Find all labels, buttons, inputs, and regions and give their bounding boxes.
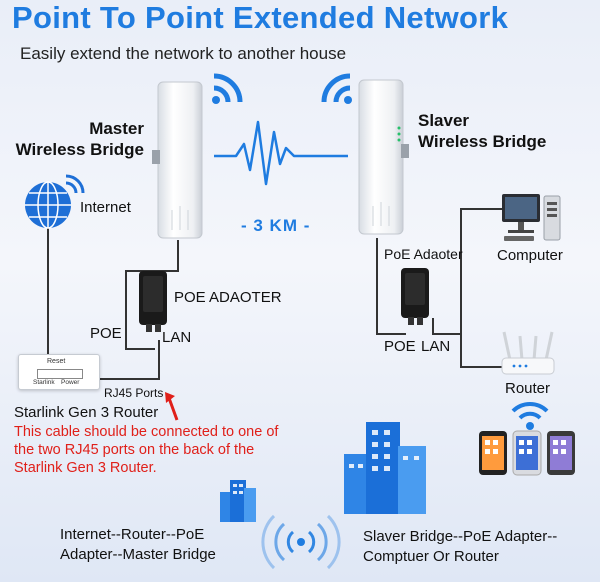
footer-left-caption: Internet--Router--PoE Adapter--Master Br… (60, 525, 216, 565)
wire-slaver-lan-h (432, 333, 460, 335)
footer-right-caption: Slaver Bridge--PoE Adapter-- Comptuer Or… (363, 527, 557, 567)
footer-left-line2: Adapter--Master Bridge (60, 546, 216, 563)
cable-note-line1: This cable should be connected to one of (14, 424, 279, 440)
smartphone-icon (479, 431, 507, 475)
cable-note-line3: Starlink Gen 3 Router. (14, 460, 157, 476)
internet-label: Internet (80, 199, 131, 216)
wifi-signal-icon (212, 73, 243, 104)
router-power-label: Power (61, 379, 80, 386)
slaver-poe-adapter-label: PoE Adaoter (384, 246, 463, 262)
slaver-poe-adapter-device (401, 268, 429, 325)
router-name-label: Starlink Gen 3 Router (14, 404, 159, 421)
slaver-bridge-device (358, 79, 409, 235)
slaver-label: Slaver Wireless Bridge (418, 110, 546, 152)
router-reset-label: Reset (47, 358, 66, 365)
wire-slaver-lan-v (432, 318, 434, 334)
wire-master-poe-top (177, 240, 179, 270)
globe-icon (25, 174, 85, 229)
poe-adapter-device (139, 271, 167, 332)
page-subtitle: Easily extend the network to another hou… (20, 44, 347, 63)
computer-label: Computer (497, 247, 563, 264)
master-label-line2: Wireless Bridge (15, 140, 144, 159)
signal-wave-icon (214, 120, 348, 186)
slaver-label-line1: Slaver (418, 111, 470, 130)
cable-note: This cable should be connected to one of… (14, 423, 278, 477)
wifi-signal-icon (321, 73, 352, 104)
arrow-up-icon (165, 392, 179, 421)
wire-master-poe-v (125, 270, 127, 350)
master-bridge-device (152, 81, 203, 239)
slaver-lan-port-label: LAN (421, 338, 451, 355)
wire-slaver-poe-h (376, 333, 406, 335)
wire-slaver-bus (460, 208, 462, 368)
slaver-poe-port-label: POE (384, 338, 416, 355)
page-title: Point To Point Extended Network (12, 0, 509, 35)
poe-port-label: POE (90, 325, 122, 342)
wire-to-computer (460, 208, 502, 210)
wire-to-router (460, 366, 502, 368)
cable-note-line2: the two RJ45 ports on the back of the (14, 442, 255, 458)
footer-right-line1: Slaver Bridge--PoE Adapter-- (363, 528, 558, 545)
master-label: Master Wireless Bridge (12, 118, 144, 160)
smartphone-icon (547, 431, 575, 475)
wifi-signal-icon (511, 401, 549, 430)
router-port-panel (37, 369, 83, 379)
lan-port-label: LAN (162, 329, 192, 346)
master-label-line1: Master (89, 119, 144, 138)
building-icon (344, 422, 426, 514)
distance-label: - 3 KM - (241, 216, 311, 235)
radio-waves-icon (261, 514, 341, 570)
building-icon (220, 480, 256, 522)
smartphone-icon (512, 430, 542, 476)
wire-internet-router (47, 225, 49, 355)
starlink-router-device: Reset Starlink Power (18, 354, 100, 390)
router-icon (501, 331, 555, 375)
wire-poe-left-h (125, 348, 155, 350)
slaver-label-line2: Wireless Bridge (418, 132, 547, 151)
footer-right-line2: Comptuer Or Router (363, 548, 499, 565)
wire-lan-down (158, 340, 160, 380)
computer-icon (502, 194, 561, 241)
wire-slaver-poe-top (376, 238, 378, 334)
poe-adapter-label: POE ADAOTER (174, 289, 282, 306)
wire-lan-router (80, 378, 160, 380)
router-label: Router (505, 380, 551, 397)
rj45-label: RJ45 Ports (104, 386, 164, 400)
footer-left-line1: Internet--Router--PoE (60, 526, 205, 543)
router-starlink-label: Starlink (33, 379, 55, 386)
